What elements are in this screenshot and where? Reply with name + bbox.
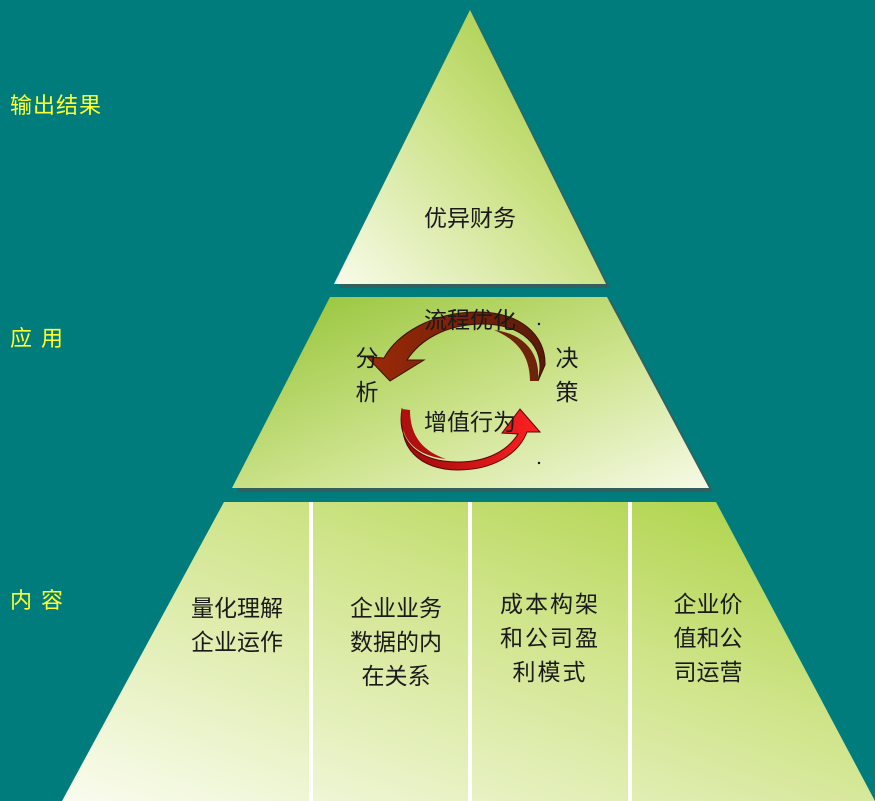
analysis-label: 分 析: [355, 346, 379, 406]
upper-cycle-arrow: [365, 311, 546, 382]
bottom-column-3: 成本构架 和公司盈 利模式: [500, 592, 600, 686]
top-tier-text: 优异财务 流程优化 增值行为: [400, 134, 540, 474]
lower-cycle-arrow: [400, 407, 542, 471]
top-tier: [334, 10, 606, 284]
middle-tier: [232, 297, 709, 488]
bottom-column-2: 企业业务 数据的内 在关系: [350, 596, 442, 690]
top-tier-line: 优异财务: [424, 206, 516, 232]
content-label: 内 容: [10, 589, 64, 614]
output-result-label: 输出结果: [10, 94, 103, 119]
bottom-column-1: 量化理解 企业运作: [191, 596, 283, 656]
bottom-column-4: 企业价 值和公 司运营: [673, 592, 743, 686]
application-label: 应 用: [10, 327, 64, 352]
top-tier-line: 流程优化: [424, 308, 516, 334]
decision-label: 决 策: [555, 346, 579, 406]
top-tier-line: 增值行为: [424, 410, 516, 436]
cycle-arrows-icon: [365, 311, 546, 471]
